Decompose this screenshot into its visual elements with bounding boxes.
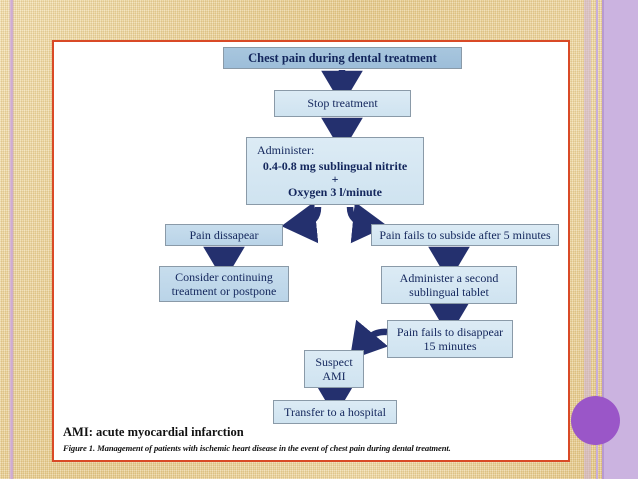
node-pain-disappear: Pain dissapear: [165, 224, 283, 246]
consider-line-2: treatment or postpone: [171, 284, 277, 298]
second-tablet-line-1: Administer a second: [399, 270, 499, 285]
consider-line-1: Consider continuing: [175, 269, 273, 284]
fails15-text: Pain fails to disappear 15 minutes: [397, 325, 503, 353]
second-tablet-line-2: sublingual tablet: [409, 285, 489, 299]
figure-caption: AMI: acute myocardial infarction Figure …: [63, 425, 558, 453]
administer-text-block: Administer: 0.4-0.8 mg sublingual nitrit…: [247, 143, 423, 199]
suspect-ami-line-2: AMI: [322, 369, 346, 383]
administer-label: Administer:: [257, 142, 315, 157]
node-transfer-hospital: Transfer to a hospital: [273, 400, 397, 424]
arrow-administer-to-pain-fails: [346, 201, 388, 244]
figure-panel: Chest pain during dental treatment Stop …: [52, 40, 570, 462]
flowchart-canvas: Chest pain during dental treatment Stop …: [54, 42, 568, 460]
right-decorative-stripe-mid: [596, 0, 598, 479]
administer-oxygen: Oxygen 3 l/minute: [287, 185, 382, 200]
arrow-administer-to-pain-disappear: [281, 201, 322, 244]
fails15-line-2: 15 minutes: [423, 339, 477, 353]
administer-plus-sign: +: [331, 172, 339, 187]
second-tablet-text: Administer a second sublingual tablet: [400, 271, 499, 299]
fails15-line-1: Pain fails to disappear: [396, 324, 504, 339]
right-decorative-stripe-outer: [584, 0, 591, 479]
left-decorative-stripe: [9, 0, 14, 479]
suspect-ami-line-1: Suspect: [315, 354, 353, 369]
caption-abbreviation: AMI: acute myocardial infarction: [63, 425, 244, 439]
node-pain-fails-15min: Pain fails to disappear 15 minutes: [387, 320, 513, 358]
caption-figure-text: Figure 1. Management of patients with is…: [63, 443, 451, 453]
right-decorative-stripe-inner: [602, 0, 605, 479]
node-pain-fails-5min: Pain fails to subside after 5 minutes: [371, 224, 559, 246]
node-second-tablet: Administer a second sublingual tablet: [381, 266, 517, 304]
purple-circle-decoration: [571, 396, 620, 445]
node-suspect-ami: Suspect AMI: [304, 350, 364, 388]
consider-text: Consider continuing treatment or postpon…: [172, 270, 277, 298]
node-stop-treatment: Stop treatment: [274, 90, 411, 117]
administer-drug-dose: 0.4-0.8 mg sublingual nitrite: [262, 158, 408, 173]
arrow-fails15-to-suspect-ami: [349, 319, 389, 360]
suspect-ami-text: Suspect AMI: [315, 355, 352, 383]
node-chest-pain: Chest pain during dental treatment: [223, 47, 462, 69]
right-purple-band: [604, 0, 638, 479]
node-consider-continuing: Consider continuing treatment or postpon…: [159, 266, 289, 302]
node-administer: Administer: 0.4-0.8 mg sublingual nitrit…: [246, 137, 424, 205]
